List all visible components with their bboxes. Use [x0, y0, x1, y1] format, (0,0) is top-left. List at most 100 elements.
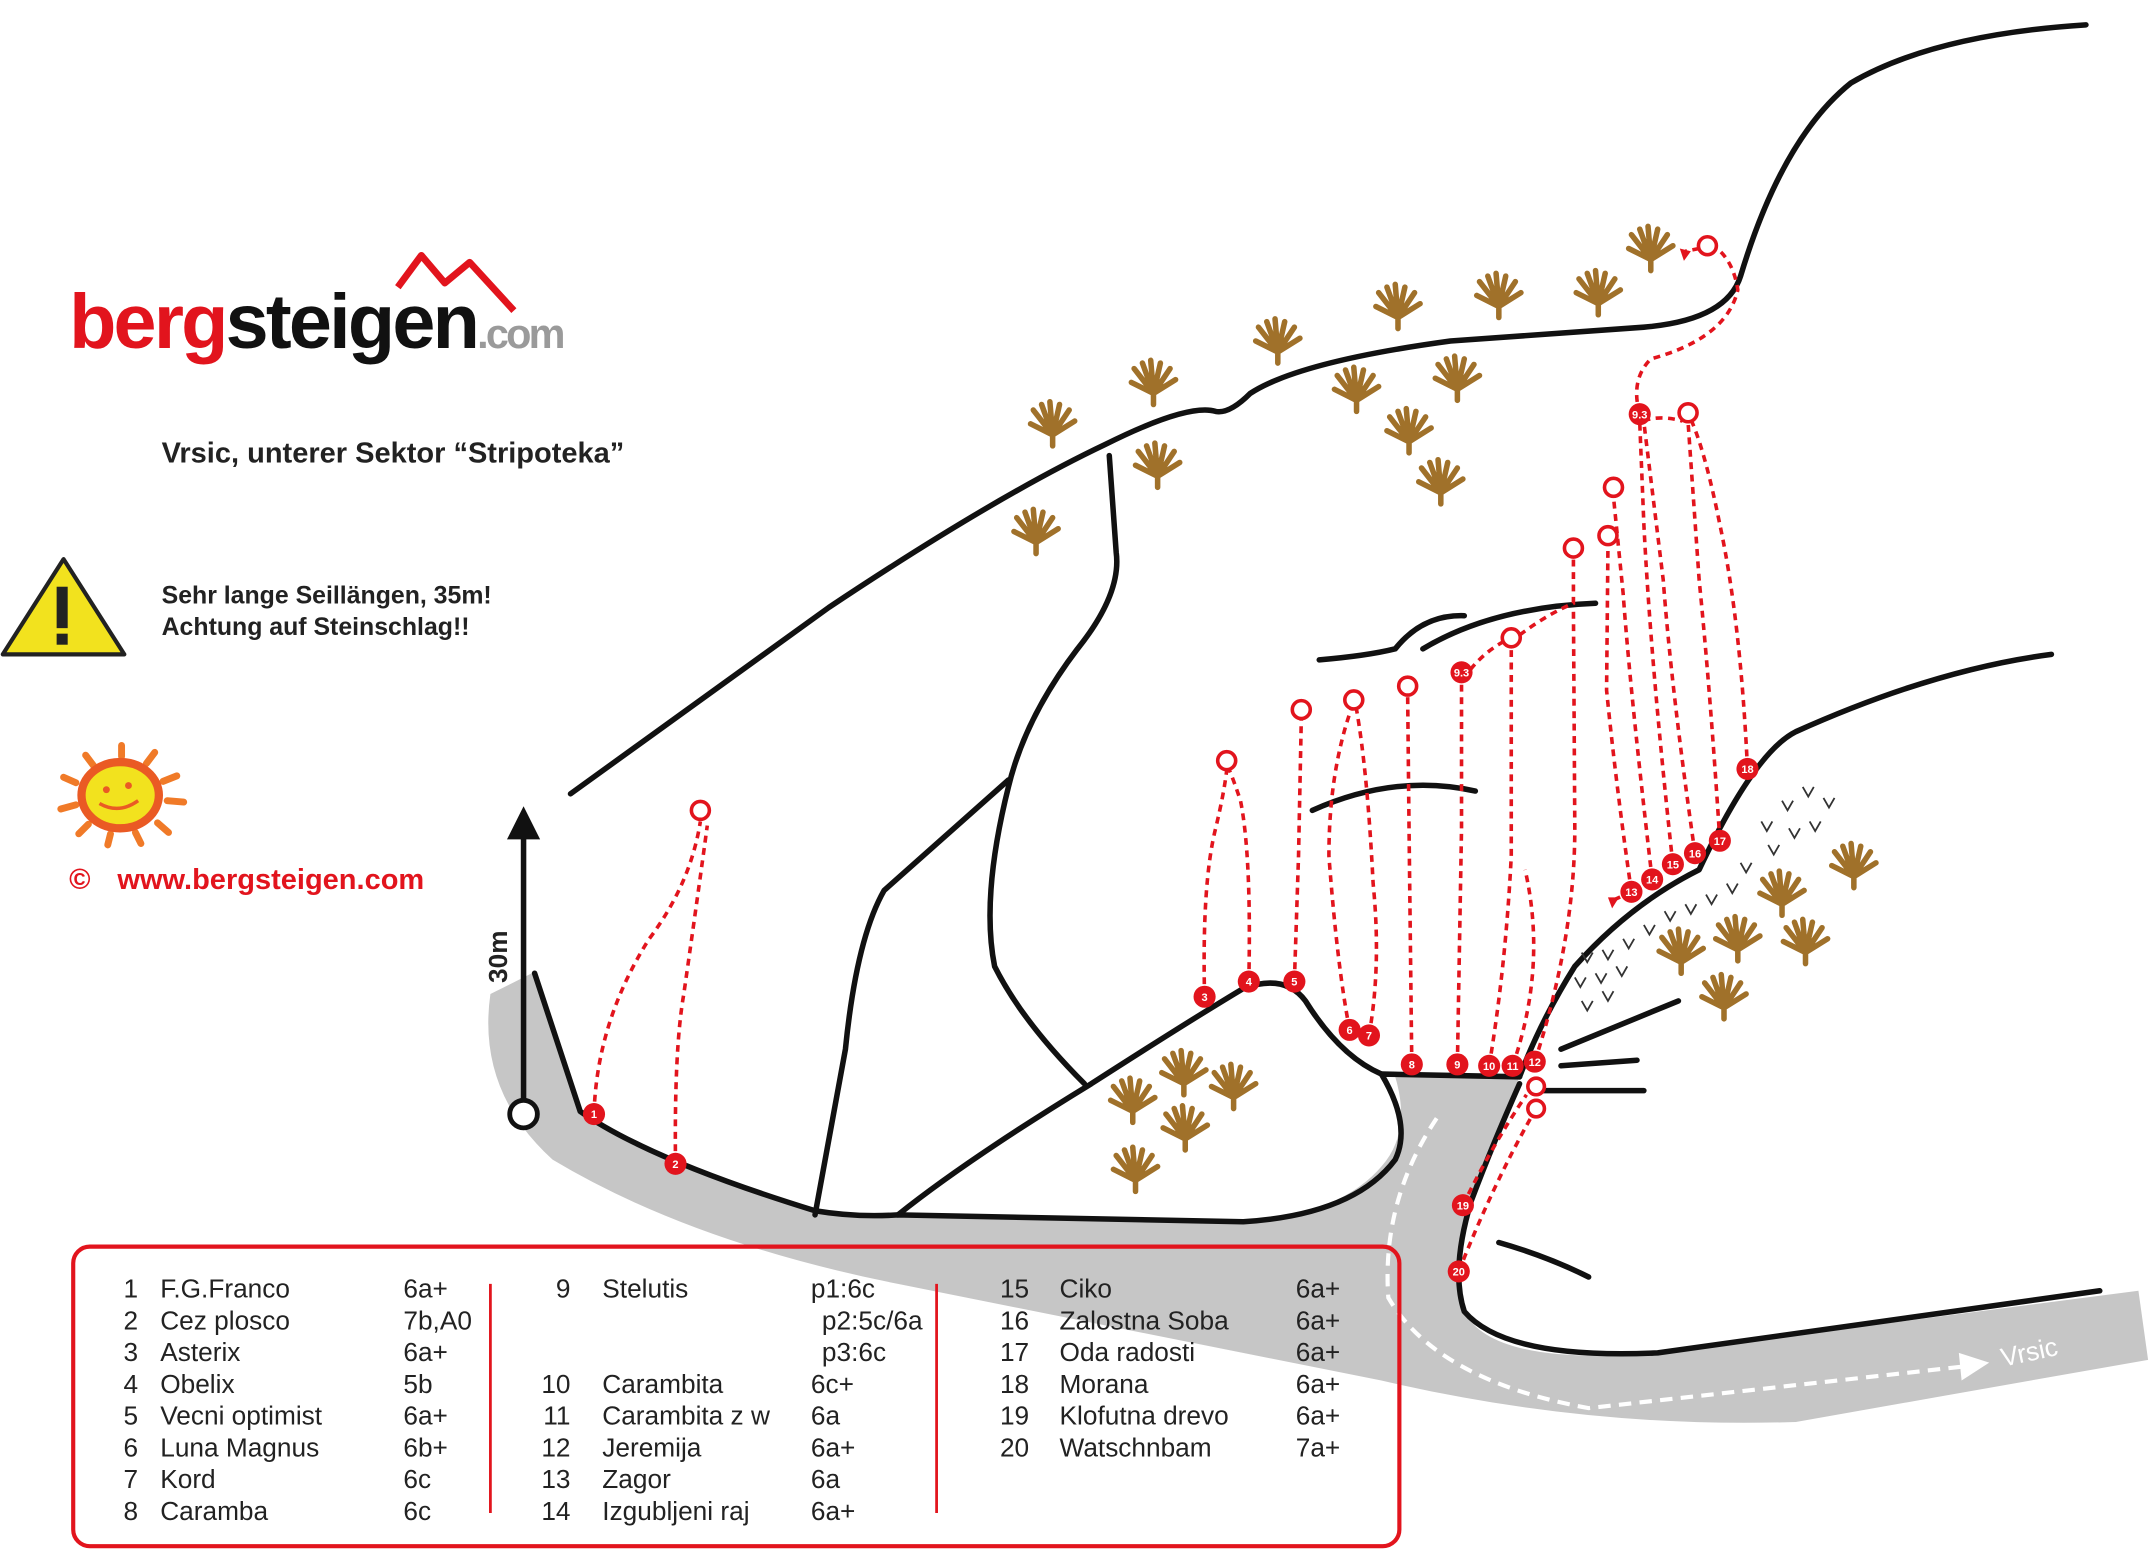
- route-marker-dot: [582, 1103, 606, 1126]
- route-lines: [592, 246, 1750, 1273]
- legend-route-number: 13: [541, 1464, 570, 1494]
- grass-marks: [1574, 786, 1836, 1013]
- route-marker-dot: [1283, 970, 1306, 993]
- route-marker-9: 9: [1446, 1053, 1469, 1076]
- approach-trail: [1385, 1117, 1962, 1411]
- route-marker-11: 11: [1501, 1054, 1524, 1077]
- legend-route-number: 9: [556, 1274, 571, 1304]
- route-marker-label: 2: [672, 1159, 678, 1171]
- route-marker-label: 13: [1625, 887, 1637, 899]
- route-marker-9.3: 9.3: [1628, 403, 1651, 426]
- route-marker-label: 3: [1202, 992, 1208, 1004]
- legend-route-grade: 6c: [403, 1496, 431, 1526]
- route-marker-dot: [1501, 1054, 1524, 1077]
- warning-line-1: Sehr lange Seillängen, 35m!: [162, 582, 492, 609]
- approach-path-area: [488, 973, 2149, 1423]
- website-link[interactable]: www.bergsteigen.com: [116, 864, 424, 896]
- route-marker-label: 8: [1409, 1060, 1415, 1072]
- scale-label: 30m: [483, 930, 513, 982]
- route-marker-label: 10: [1483, 1061, 1495, 1073]
- route-marker-14: 14: [1641, 868, 1664, 891]
- svg-text:© www.bergsteigen.com: © www.bergsteigen.com: [69, 864, 424, 896]
- legend-route-name: Ciko: [1060, 1274, 1112, 1304]
- scale-bar: 30m: [483, 806, 541, 1131]
- legend-route-number: 7: [124, 1464, 139, 1494]
- legend-route-number: 18: [1000, 1369, 1029, 1399]
- route-marker-17: 17: [1708, 829, 1731, 852]
- svg-text:bergsteigen.com: bergsteigen.com: [69, 279, 564, 365]
- legend-route-grade: 6b+: [403, 1432, 447, 1462]
- legend-route-grade: 6a+: [403, 1274, 447, 1304]
- route-marker-label: 7: [1366, 1031, 1372, 1043]
- warning-line-2: Achtung auf Steinschlag!!: [162, 614, 470, 641]
- route-marker-label: 16: [1689, 848, 1701, 860]
- route-marker-label: 20: [1453, 1267, 1465, 1279]
- route-marker-1: 1: [582, 1103, 606, 1126]
- route-marker-18: 18: [1736, 757, 1759, 780]
- arrow-up-icon: [506, 806, 541, 840]
- legend-route-number: 16: [1000, 1305, 1029, 1335]
- legend-route-number: 12: [541, 1432, 570, 1462]
- route-marker-dot: [1450, 661, 1473, 684]
- route-marker-dot: [1446, 1053, 1469, 1076]
- legend-route-number: 5: [124, 1401, 139, 1431]
- route-marker-9.3: 9.3: [1450, 661, 1473, 684]
- legend-route-name: Klofutna drevo: [1060, 1401, 1229, 1431]
- legend-route-name: F.G.Franco: [160, 1274, 290, 1304]
- legend-route-name: Stelutis: [602, 1274, 688, 1304]
- route-marker-label: 19: [1457, 1200, 1469, 1212]
- route-marker-label: 9: [1454, 1060, 1460, 1072]
- route-marker-dot: [1683, 842, 1707, 865]
- route-marker-label: 1: [591, 1109, 597, 1121]
- legend-route-grade: 6a+: [811, 1432, 855, 1462]
- approach-arrow-icon: [1958, 1352, 1990, 1381]
- route-marker-dot: [1447, 1260, 1470, 1283]
- warning-icon: [0, 557, 127, 657]
- route-marker-15: 15: [1661, 853, 1684, 876]
- legend-route-name: Kord: [160, 1464, 215, 1494]
- route-marker-20: 20: [1447, 1260, 1470, 1283]
- route-marker-dot: [1451, 1194, 1474, 1217]
- legend-route-number: 6: [124, 1432, 139, 1462]
- bergsteigen-logo: bergsteigen.com: [69, 251, 566, 365]
- route-marker-6: 6: [1338, 1018, 1361, 1041]
- route-marker-2: 2: [664, 1152, 687, 1175]
- legend-route-name: Obelix: [160, 1369, 234, 1399]
- route-marker-label: 18: [1741, 764, 1753, 776]
- route-marker-16: 16: [1683, 842, 1707, 865]
- legend-route-number: 3: [124, 1337, 139, 1367]
- route-marker-label: 6: [1347, 1025, 1353, 1037]
- legend-route-grade: 6c: [403, 1464, 431, 1494]
- legend-route-number: 11: [543, 1401, 570, 1431]
- legend-route-name: Izgubljeni raj: [602, 1496, 749, 1526]
- copyright-symbol: ©: [69, 864, 90, 896]
- route-marker-12: 12: [1523, 1050, 1546, 1073]
- legend-route-number: 19: [1000, 1401, 1029, 1431]
- route-marker-label: 4: [1246, 977, 1253, 989]
- route-marker-dot: [1628, 403, 1651, 426]
- legend-route-number: 4: [124, 1369, 139, 1399]
- route-marker-label: 15: [1667, 859, 1679, 871]
- legend-route-name: Jeremija: [602, 1432, 702, 1462]
- legend-route-grade: 6a+: [1296, 1369, 1340, 1399]
- route-marker-label: 11: [1507, 1061, 1519, 1073]
- route-marker-dot: [1478, 1054, 1501, 1077]
- legend-route-number: 20: [1000, 1432, 1029, 1462]
- legend-route-grade: 6a+: [1296, 1401, 1340, 1431]
- legend-route-grade: 6a: [811, 1401, 841, 1431]
- route-marker-10: 10: [1478, 1054, 1501, 1077]
- route-marker-19: 19: [1451, 1194, 1474, 1217]
- legend-route-grade: 6a: [811, 1464, 841, 1494]
- legend-route-grade: 6a+: [1296, 1305, 1340, 1335]
- route-marker-label: 9.3: [1632, 409, 1647, 421]
- route-marker-label: 12: [1529, 1057, 1541, 1069]
- legend-route-number: 8: [124, 1496, 139, 1526]
- route-marker-dot: [1620, 880, 1643, 903]
- legend-route-name: Luna Magnus: [160, 1432, 319, 1462]
- page-title: Vrsic, unterer Sektor “Stripoteka”: [162, 437, 625, 469]
- route-marker-dot: [1736, 757, 1759, 780]
- route-marker-label: 17: [1714, 836, 1726, 848]
- route-marker-7: 7: [1357, 1024, 1381, 1047]
